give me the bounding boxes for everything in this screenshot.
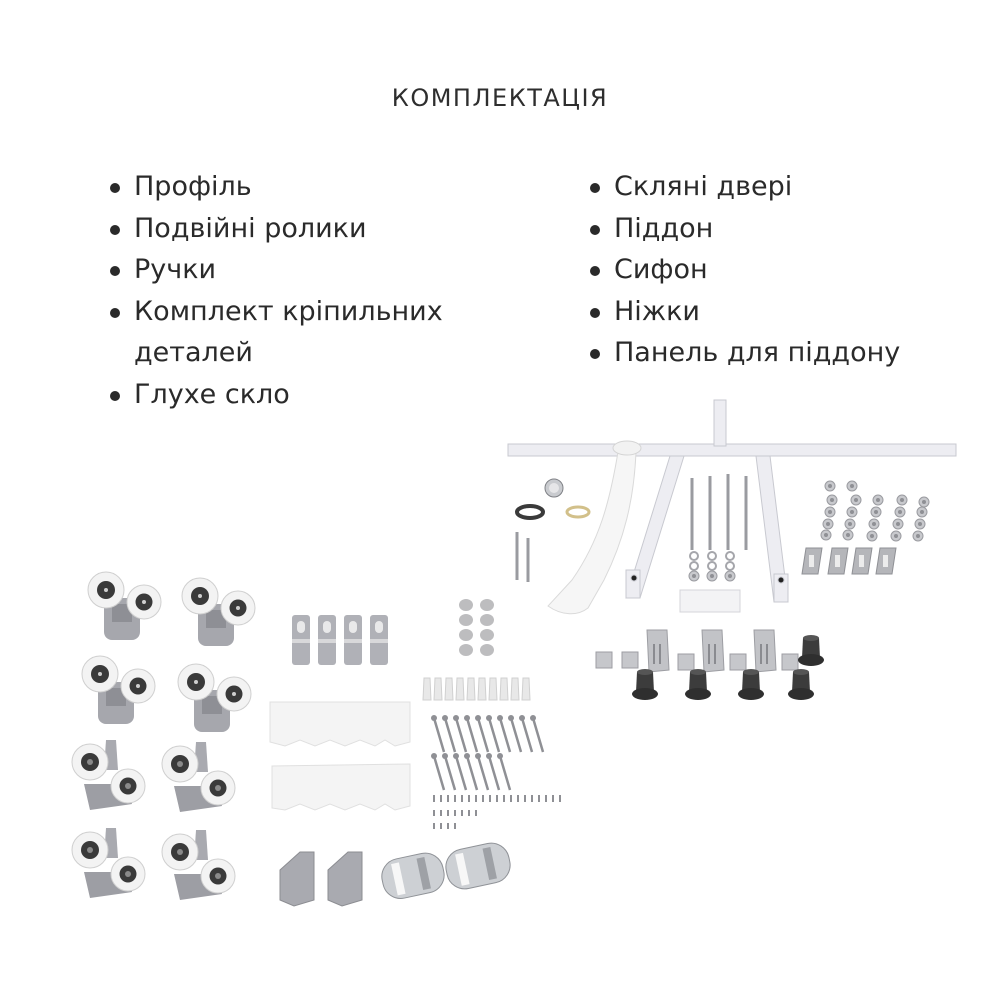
washers	[689, 551, 735, 571]
contents-list-right: Скляні двері Піддон Сифон Ніжки Панель д…	[588, 166, 968, 374]
page-title: КОМПЛЕКТАЦІЯ	[391, 84, 609, 112]
parts-bag	[679, 589, 741, 613]
small-screws-group	[433, 795, 561, 829]
threaded-rods	[690, 474, 748, 550]
corner-pieces-group	[279, 851, 363, 907]
list-item: Сифон	[588, 249, 968, 291]
list-item: Профіль	[108, 166, 508, 208]
screws-group	[429, 713, 545, 792]
list-item: Скляні двері	[588, 166, 968, 208]
mounting-plates	[801, 547, 897, 575]
list-item: Ручки	[108, 249, 508, 291]
nuts-grid	[820, 480, 930, 542]
siphon	[515, 440, 642, 615]
nuts-small	[688, 570, 736, 582]
seal-strips-group	[269, 701, 411, 811]
list-item: Панель для піддону	[588, 332, 968, 374]
list-item: Комплект кріпильних деталей	[108, 291, 508, 374]
list-item: Піддон	[588, 208, 968, 250]
glass-clamps-group	[292, 615, 388, 665]
handles-group	[381, 842, 511, 899]
list-item: Подвійні ролики	[108, 208, 508, 250]
double-rollers-group	[71, 571, 256, 901]
leg-brackets	[595, 629, 799, 673]
list-item: Глухе скло	[108, 374, 508, 416]
caps-group	[459, 599, 494, 656]
dowels-group	[422, 677, 531, 701]
list-item: Ніжки	[588, 291, 968, 333]
contents-list-left: Профіль Подвійні ролики Ручки Комплект к…	[108, 166, 508, 415]
